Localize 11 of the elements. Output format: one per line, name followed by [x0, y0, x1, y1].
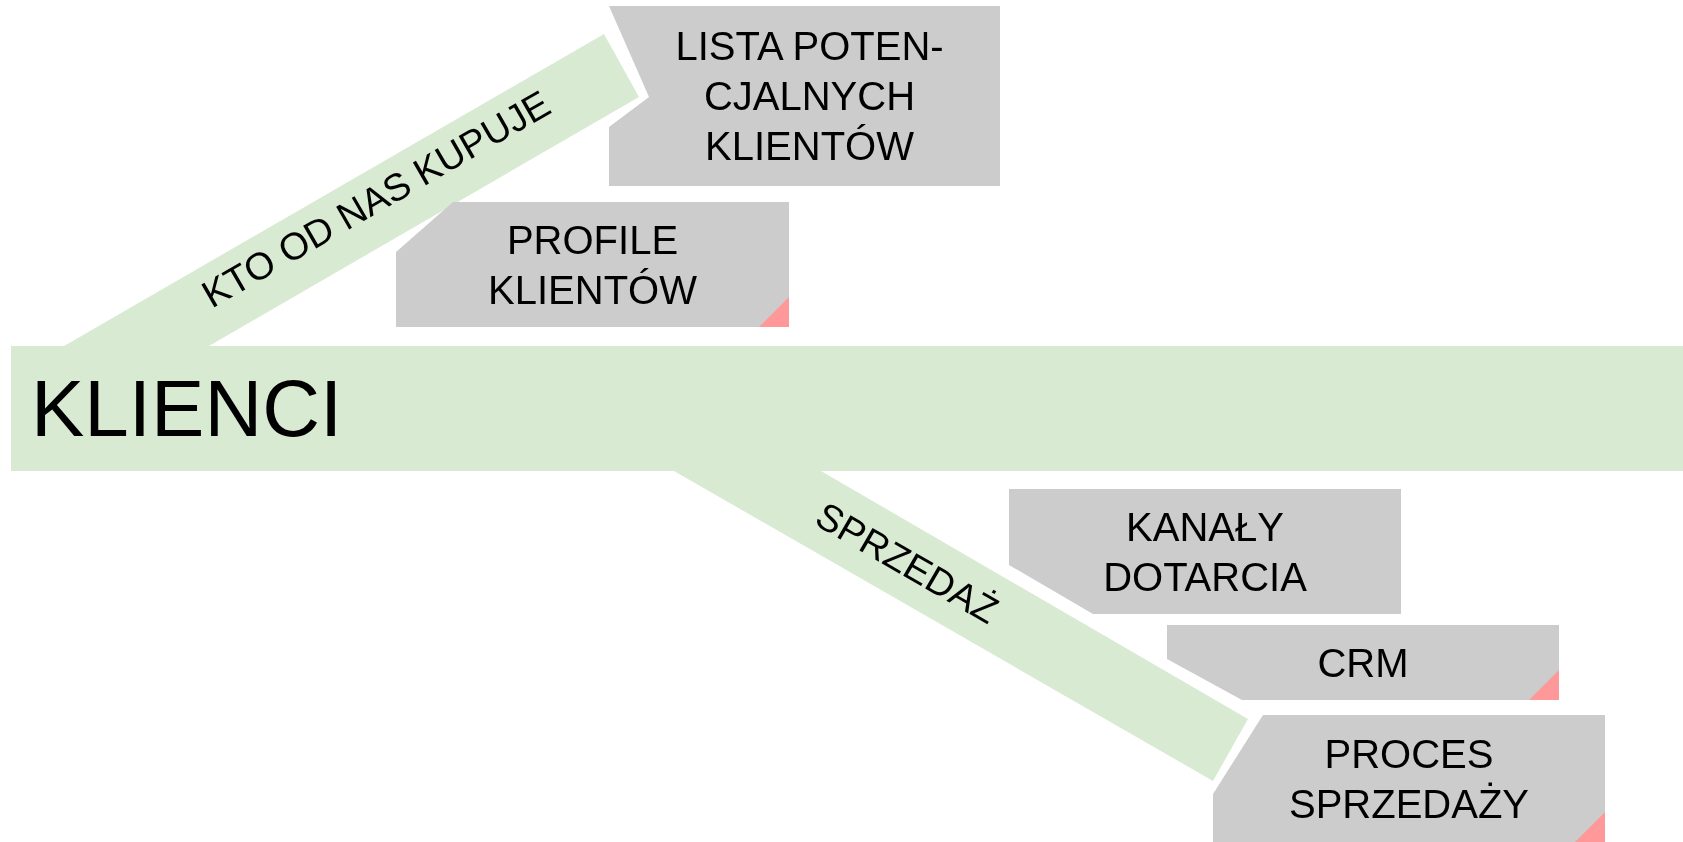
node-label: PROCES SPRZEDAŻY [1287, 730, 1530, 828]
topic-box [1167, 625, 1559, 700]
topic-box [1213, 715, 1605, 842]
topic-box [1009, 489, 1401, 614]
node-label: KANAŁY DOTARCIA [1102, 503, 1308, 601]
main-band [11, 346, 1683, 471]
node-label: CRM [1317, 639, 1409, 687]
node-label: KLIENCI [31, 368, 343, 449]
node-label: LISTA POTEN- CJALNYCH KLIENTÓW [674, 23, 945, 170]
topic-box [609, 6, 1000, 186]
node-label: PROFILE KLIENTÓW [487, 216, 698, 314]
